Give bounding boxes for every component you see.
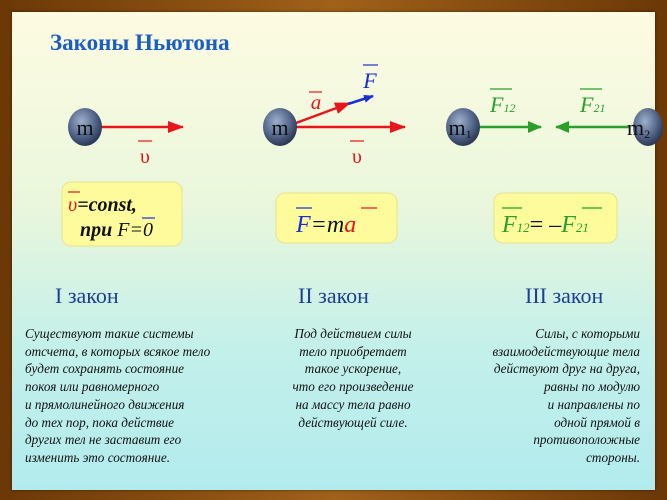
- force-arrow: [347, 94, 374, 106]
- mass1-ball: [446, 108, 480, 146]
- velocity-label: υ: [140, 146, 150, 168]
- mass-label: m: [271, 115, 288, 140]
- text-line: одной прямой в: [554, 414, 640, 430]
- mass2-ball: [633, 108, 663, 146]
- mass-ball: [68, 108, 102, 146]
- text-line: Силы, с которыми: [535, 326, 640, 341]
- second-law-diagram: m a F υ: [263, 64, 406, 168]
- formula-box: [493, 192, 618, 244]
- formula-text: F=ma: [295, 212, 356, 238]
- third-law-formula: F12= –F21: [493, 192, 618, 244]
- text-line: равны по модулю: [543, 379, 640, 395]
- mass1-label: m1: [448, 115, 471, 141]
- slide-panel: [12, 12, 655, 490]
- text-line: до тех пор, пока действие: [25, 414, 175, 430]
- text-line: действующей силе.: [298, 414, 408, 430]
- text-line: тело приобретает: [299, 343, 407, 359]
- text-line: взаимодействующие тела: [492, 343, 640, 359]
- mass-label: m: [76, 115, 93, 140]
- text-line: действуют друг на друга,: [493, 361, 640, 377]
- law-3-text: Силы, с которыми взаимодействующие тела …: [492, 325, 640, 467]
- force-12-label: F12: [489, 92, 515, 117]
- text-line: такое ускорение,: [304, 361, 402, 377]
- text-line: стороны.: [586, 449, 640, 465]
- acceleration-arrow: [295, 101, 351, 125]
- velocity-label: υ: [352, 146, 362, 168]
- mass-ball: [263, 108, 297, 146]
- second-law-formula: F=ma: [275, 192, 398, 244]
- force-21-label: F21: [579, 92, 605, 117]
- formula-box: [275, 192, 398, 244]
- law-2-heading: II закон: [298, 283, 369, 308]
- formula-line-1: υ=const,: [68, 194, 137, 216]
- text-line: покоя или равномерного: [25, 379, 160, 395]
- text-line: других тел не заставит его: [25, 432, 182, 448]
- text-line: Существуют такие системы: [25, 326, 194, 341]
- text-line: на массу тела равно: [295, 396, 411, 412]
- text-line: изменить это состояние.: [25, 449, 171, 465]
- formula-box: [61, 181, 183, 247]
- text-line: и прямолинейного движения: [25, 396, 185, 412]
- text-line: что его произведение: [292, 379, 414, 395]
- text-line: будет сохранять состояние: [25, 361, 185, 377]
- first-law-formula: υ=const, при F=0: [61, 181, 183, 247]
- page-title: Законы Ньютона: [50, 30, 230, 55]
- formula-line-2: при F=0: [80, 219, 153, 241]
- formula-text: F12= –F21: [501, 212, 589, 238]
- text-line: и направлены по: [547, 396, 640, 412]
- text-line: противоположные: [533, 432, 640, 448]
- mass2-label: m2: [627, 115, 650, 141]
- acceleration-label: a: [311, 90, 322, 114]
- law-1-heading: I закон: [55, 283, 119, 308]
- first-law-diagram: m υ: [68, 108, 184, 168]
- force-label: F: [362, 68, 377, 93]
- law-3-heading: III закон: [525, 283, 604, 308]
- third-law-diagram: m1 m2 F12 F21: [446, 88, 663, 146]
- text-line: Под действием силы: [294, 326, 412, 341]
- text-line: отсчета, в которых всякое тело: [25, 343, 211, 359]
- law-2-text: Под действием силы тело приобретает тако…: [273, 325, 433, 431]
- law-1-text: Существуют такие системы отсчета, в кото…: [25, 325, 210, 467]
